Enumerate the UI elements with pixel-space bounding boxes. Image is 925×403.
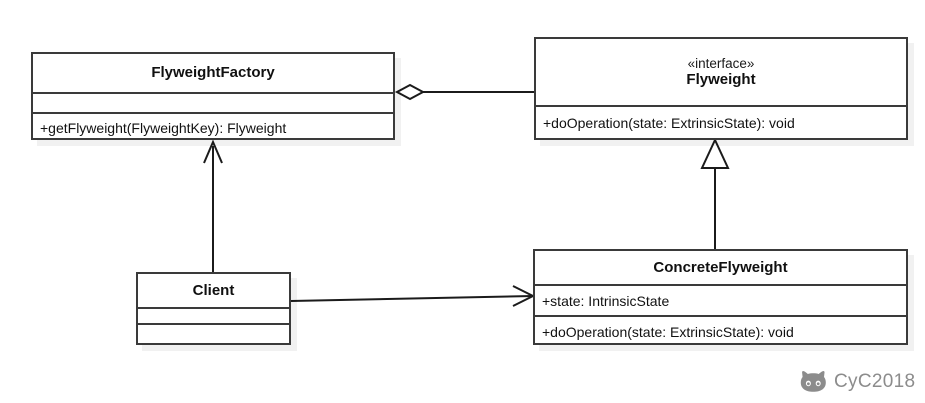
open-arrow-icon-right (512, 285, 536, 307)
client-concrete-line (290, 295, 534, 302)
concrete-flyweight-title: ConcreteFlyweight (653, 258, 788, 276)
flyweight-factory-method-0: +getFlyweight(FlyweightKey): Flyweight (40, 120, 287, 136)
flyweight-title: Flyweight (686, 71, 756, 89)
relation-concrete-implements-flyweight (700, 137, 730, 249)
class-box-flyweight-factory[interactable]: FlyweightFactory +getFlyweight(Flyweight… (31, 52, 395, 140)
octocat-icon (800, 371, 826, 392)
hollow-triangle-icon (700, 137, 730, 169)
concrete-flyweight-attributes: +state: IntrinsicState (535, 284, 906, 315)
open-arrow-icon-up (203, 139, 223, 164)
relation-client-uses-factory (203, 139, 223, 272)
flyweight-method-0: +doOperation(state: ExtrinsicState): voi… (543, 114, 795, 131)
concrete-flyweight-methods: +doOperation(state: ExtrinsicState): voi… (535, 315, 906, 347)
class-box-client[interactable]: Client (136, 272, 291, 345)
client-methods (138, 323, 289, 343)
client-header: Client (138, 274, 289, 307)
concrete-flyweight-method-0: +doOperation(state: ExtrinsicState): voi… (542, 324, 794, 340)
watermark: CyC2018 (800, 370, 915, 394)
flyweight-methods: +doOperation(state: ExtrinsicState): voi… (536, 105, 906, 138)
flyweight-header: «interface» Flyweight (536, 39, 906, 105)
flyweight-factory-header: FlyweightFactory (33, 54, 393, 92)
client-attributes (138, 307, 289, 323)
class-box-flyweight[interactable]: «interface» Flyweight +doOperation(state… (534, 37, 908, 140)
concrete-flyweight-header: ConcreteFlyweight (535, 251, 906, 284)
flyweight-stereotype: «interface» (687, 55, 755, 71)
watermark-label: CyC2018 (834, 371, 916, 392)
concrete-flyweight-attribute-0: +state: IntrinsicState (542, 292, 670, 309)
flyweight-factory-methods: +getFlyweight(FlyweightKey): Flyweight (33, 112, 393, 142)
flyweight-factory-title: FlyweightFactory (151, 64, 275, 82)
hollow-diamond-icon (394, 83, 426, 101)
class-box-concrete-flyweight[interactable]: ConcreteFlyweight +state: IntrinsicState… (533, 249, 908, 345)
relation-factory-aggregates-flyweight (394, 83, 534, 101)
relation-client-uses-concrete-flyweight (290, 285, 536, 307)
flyweight-factory-attributes (33, 92, 393, 112)
client-title: Client (192, 281, 235, 299)
